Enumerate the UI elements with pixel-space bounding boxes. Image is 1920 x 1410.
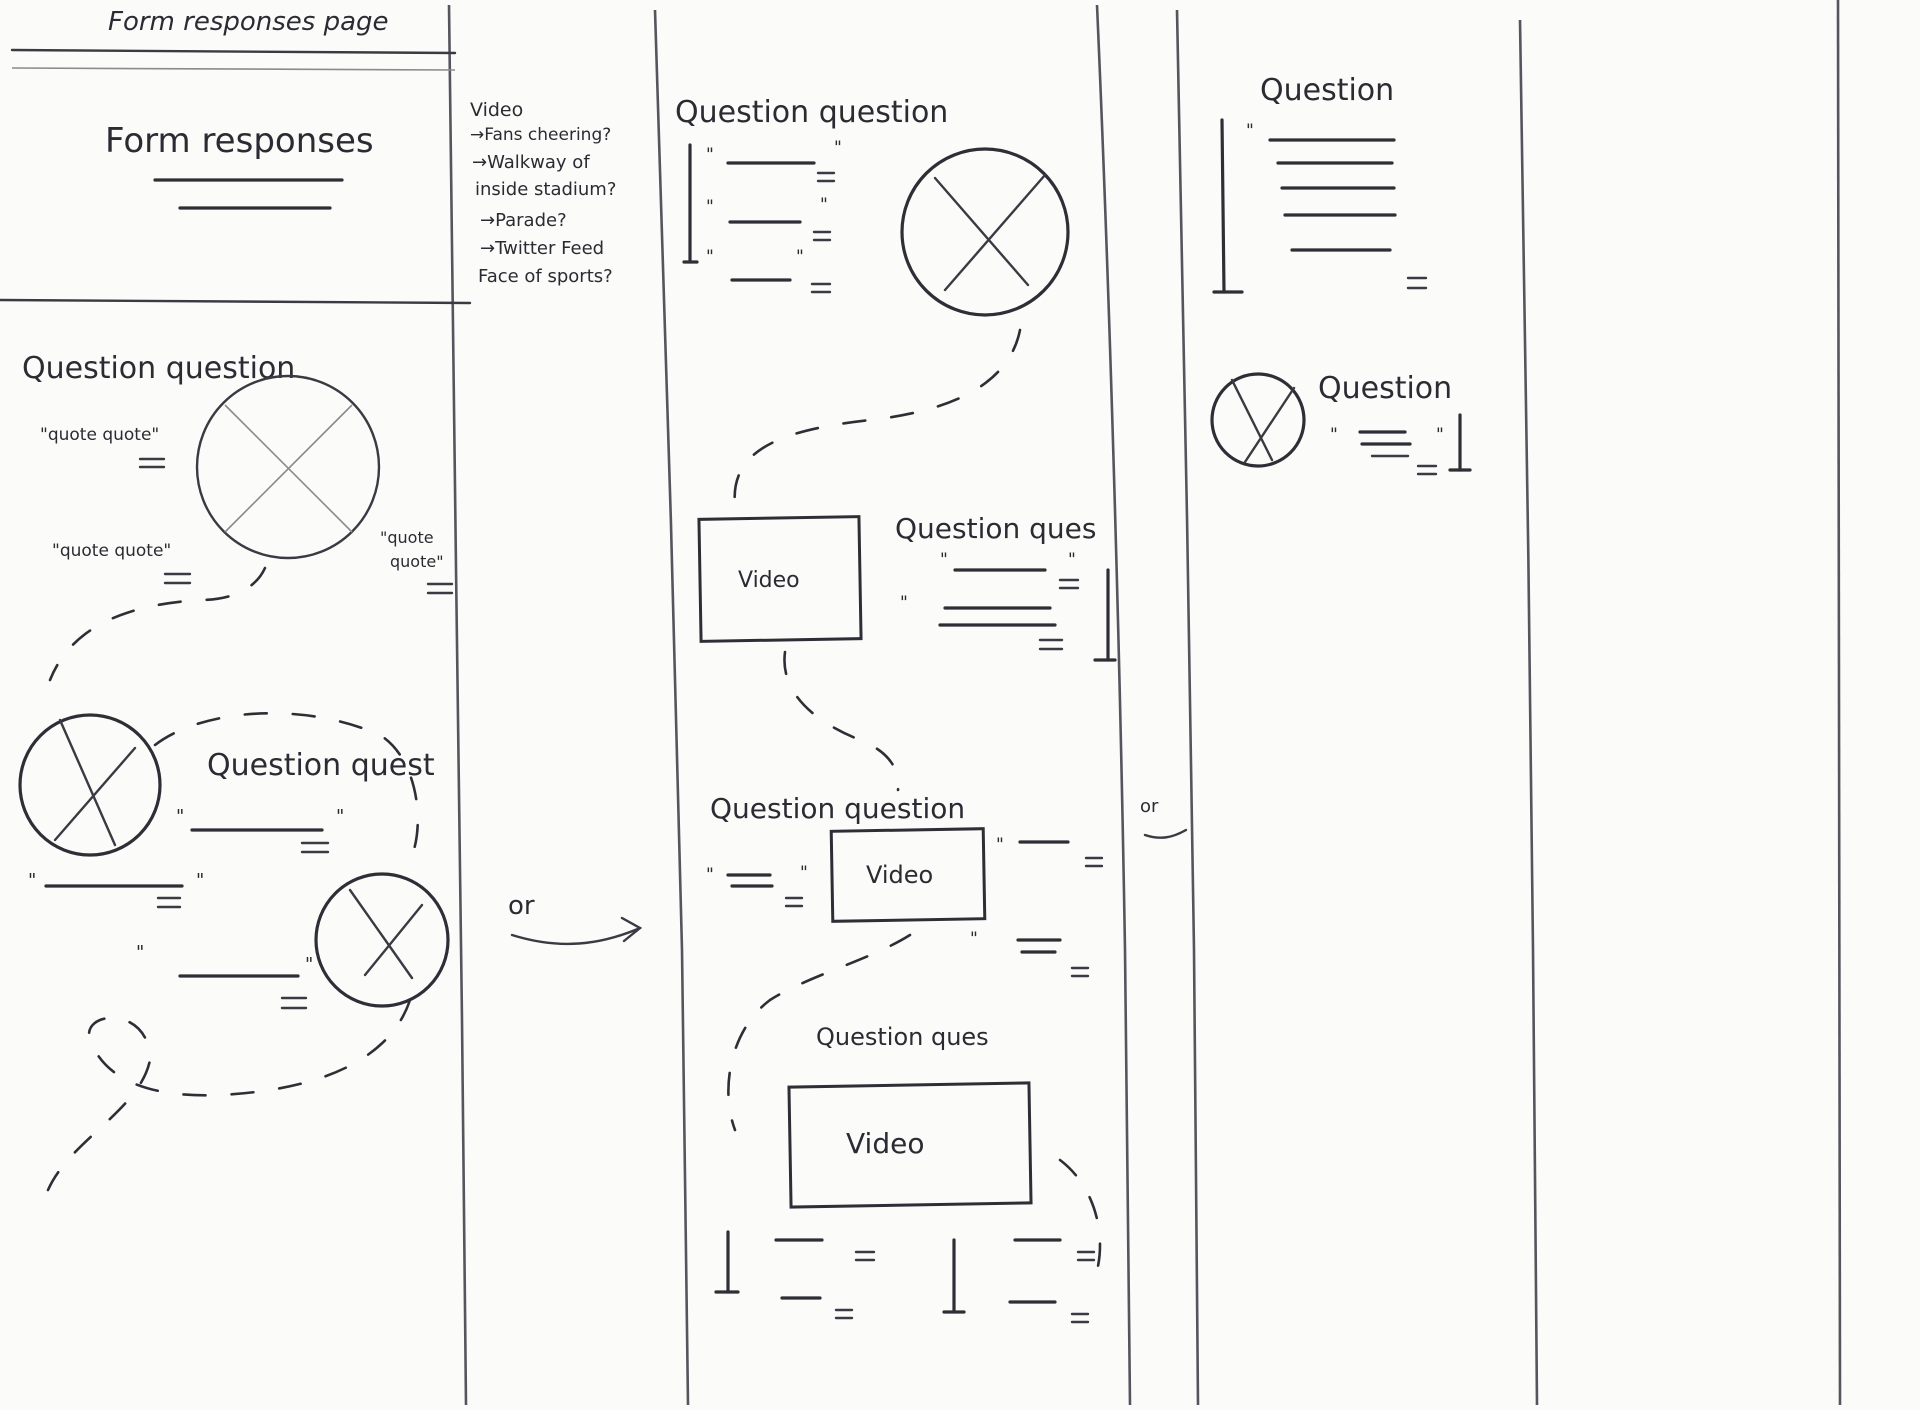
question-a-heading: Question question (675, 95, 948, 130)
video-placeholder: Video (787, 1081, 1033, 1209)
question-d-heading: Question ques (816, 1023, 989, 1051)
or-arrow (510, 926, 642, 946)
question-a-heading: Question question (22, 351, 295, 386)
flow-connector (48, 566, 267, 682)
quote-close: " (1436, 425, 1444, 445)
header-divider (10, 48, 457, 55)
question-b-heading: Question quest (207, 748, 435, 783)
quote-open: " (706, 247, 714, 267)
quote-open: " (706, 197, 714, 217)
flow-connector (783, 650, 900, 792)
quote-open: " (996, 835, 1004, 855)
note-line: →Fans cheering? (470, 125, 611, 145)
form-responses-title: Form responses (105, 121, 374, 161)
image-placeholder (1210, 372, 1306, 468)
or-label: or (1140, 796, 1159, 817)
quote-bar (1220, 118, 1226, 294)
quote-close: " (800, 863, 808, 883)
quote-open: " (1246, 121, 1254, 141)
video-label: Video (846, 1127, 924, 1160)
quote-open: " (940, 550, 948, 570)
question-a-heading: Question (1260, 73, 1394, 108)
quote-close: " (820, 195, 828, 215)
quote-close: " (1068, 550, 1076, 570)
or-label: or (508, 891, 535, 921)
video-label: Video (738, 568, 800, 593)
notes-list: Video →Fans cheering? →Walkway of inside… (470, 99, 616, 287)
section-divider (0, 298, 472, 305)
quote-a3-line1: "quote (380, 528, 434, 547)
image-placeholder (314, 872, 450, 1008)
flow-connector (1058, 1158, 1102, 1292)
quote-open: " (900, 593, 908, 613)
quote-open: " (28, 870, 36, 891)
question-c-heading: Question question (710, 792, 965, 825)
quote-close: " (834, 138, 842, 158)
quote-close: " (336, 806, 344, 827)
note-line: →Parade? (480, 210, 567, 231)
note-line: Face of sports? (478, 266, 613, 287)
quote-open: " (970, 929, 978, 949)
video-placeholder: Video (829, 827, 987, 923)
quote-a3-line2: quote" (390, 552, 444, 571)
question-b-heading: Question (1318, 371, 1452, 406)
flow-connector (153, 711, 420, 862)
quote-close: " (796, 247, 804, 267)
image-placeholder (18, 713, 162, 857)
quote-group (714, 1230, 876, 1320)
quote-open: " (706, 145, 714, 165)
header-guide-line (11, 67, 456, 71)
quote-close: " (305, 954, 313, 975)
image-placeholder (900, 147, 1070, 317)
quote-open: " (136, 942, 144, 963)
quote-group (942, 1238, 1096, 1324)
column-dividers (447, 0, 1842, 1406)
note-line: inside stadium? (475, 179, 616, 200)
quote-open: " (1330, 425, 1338, 445)
video-label: Video (866, 861, 933, 889)
or-arrow (1143, 828, 1188, 839)
page-label: Form responses page (108, 7, 389, 37)
note-line: →Walkway of (472, 152, 590, 173)
quote-close: " (196, 870, 204, 891)
video-placeholder: Video (697, 515, 863, 643)
note-line: →Twitter Feed (480, 238, 604, 259)
quote-a1: "quote quote" (40, 425, 159, 445)
image-placeholder (195, 374, 381, 560)
or-arrowhead (620, 916, 643, 943)
quote-open: " (706, 865, 714, 885)
quote-open: " (176, 806, 184, 827)
note-line: Video (470, 99, 523, 121)
question-b-heading: Question ques (895, 512, 1096, 545)
flow-connector (727, 933, 912, 1132)
flow-connector (733, 328, 1022, 507)
flow-connector (46, 998, 412, 1192)
quote-a2: "quote quote" (52, 541, 171, 561)
